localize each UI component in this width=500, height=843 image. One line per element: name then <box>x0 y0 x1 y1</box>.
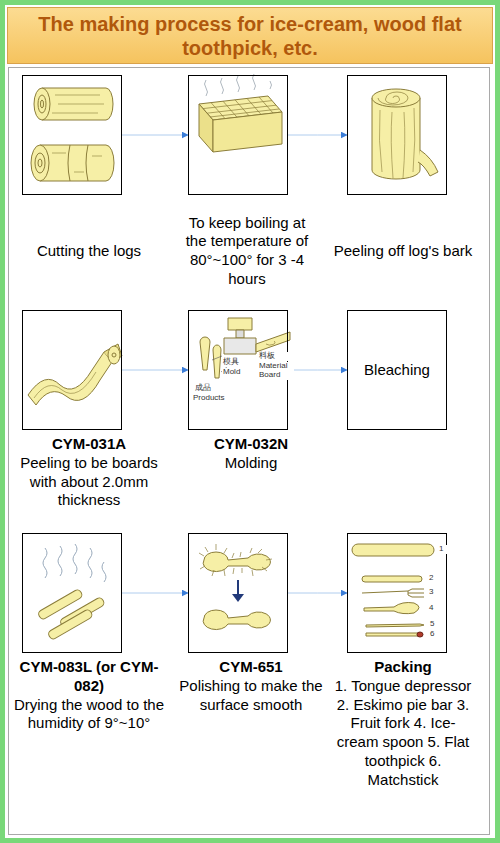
logs-picture <box>31 88 114 181</box>
packing-items-picture <box>352 544 434 637</box>
part-label: Products <box>192 394 230 403</box>
process-step-box: Cutting the logs <box>22 75 122 195</box>
caption-holder: CYM-031APeeling to be boards with about … <box>13 435 165 510</box>
flow-arrow <box>122 370 188 371</box>
step-text: Peeling to be boards with about 2.0mm th… <box>13 454 165 510</box>
process-step-box: CYM-031APeeling to be boards with about … <box>22 310 122 430</box>
flow-arrow <box>288 370 347 371</box>
process-step-box: CYM-083L (or CYM-082)Drying the wood to … <box>22 533 122 653</box>
callout-number: 2 <box>428 574 438 583</box>
caption-holder: CYM-032NMolding <box>178 435 324 473</box>
step-heading: CYM-032N <box>178 435 324 454</box>
caption-holder: Peeling off log's bark <box>333 242 473 261</box>
step-text: 1. Tongue depressor 2. Eskimo pie bar 3.… <box>333 677 473 790</box>
part-label: 成品 <box>194 384 226 393</box>
diagram-title: The making process for ice-cream, wood f… <box>7 12 493 60</box>
callout-number: 3 <box>428 588 438 597</box>
step-heading: CYM-083L (or CYM-082) <box>13 658 165 696</box>
boiling-tank-picture <box>199 74 282 152</box>
process-step-box: Bleaching <box>347 310 447 430</box>
step-heading: CYM-651 <box>178 658 324 677</box>
callout-number: 4 <box>428 604 438 613</box>
step-text: Molding <box>178 454 324 473</box>
process-step-box: To keep boiling at the temperature of 80… <box>188 75 288 195</box>
step-text: To keep boiling at the temperature of 80… <box>177 214 317 289</box>
step-heading: CYM-031A <box>13 435 165 454</box>
part-label: 料板 <box>258 352 294 361</box>
part-label: Material Board <box>258 362 294 380</box>
caption-holder: CYM-651Polishing to make the surface smo… <box>178 658 324 714</box>
peeling-sheet-picture <box>28 344 122 405</box>
callout-number: 5 <box>429 620 439 629</box>
step-text: Peeling off log's bark <box>333 242 473 261</box>
process-step-box: CYM-651Polishing to make the surface smo… <box>188 533 288 653</box>
caption-holder: Packing1. Tongue depressor 2. Eskimo pie… <box>333 658 473 789</box>
title-area: The making process for ice-cream, wood f… <box>7 7 493 64</box>
caption-holder: Cutting the logs <box>14 242 164 261</box>
text-holder: Bleaching <box>348 311 446 429</box>
step-text: Bleaching <box>364 361 430 380</box>
step-text: Polishing to make the surface smooth <box>178 677 324 715</box>
polishing-picture <box>199 544 272 630</box>
caption-holder: To keep boiling at the temperature of 80… <box>177 214 317 289</box>
step-text: Drying the wood to the humidity of 9°~10… <box>13 696 165 734</box>
part-label: 模具 <box>222 358 248 367</box>
flow-arrow <box>122 593 188 594</box>
process-step-box: Peeling off log's bark <box>347 75 447 195</box>
caption-holder: CYM-083L (or CYM-082)Drying the wood to … <box>13 658 165 733</box>
callout-number: 1 <box>438 545 448 554</box>
callout-number: 6 <box>429 630 439 639</box>
part-label: Mold <box>222 368 248 377</box>
drying-sticks-picture <box>37 544 106 640</box>
peeled-log-picture <box>372 89 438 179</box>
flow-arrow <box>122 135 188 136</box>
step-heading: Packing <box>333 658 473 677</box>
step-text: Cutting the logs <box>14 242 164 261</box>
flow-arrow <box>288 135 347 136</box>
flow-arrow <box>288 593 347 594</box>
